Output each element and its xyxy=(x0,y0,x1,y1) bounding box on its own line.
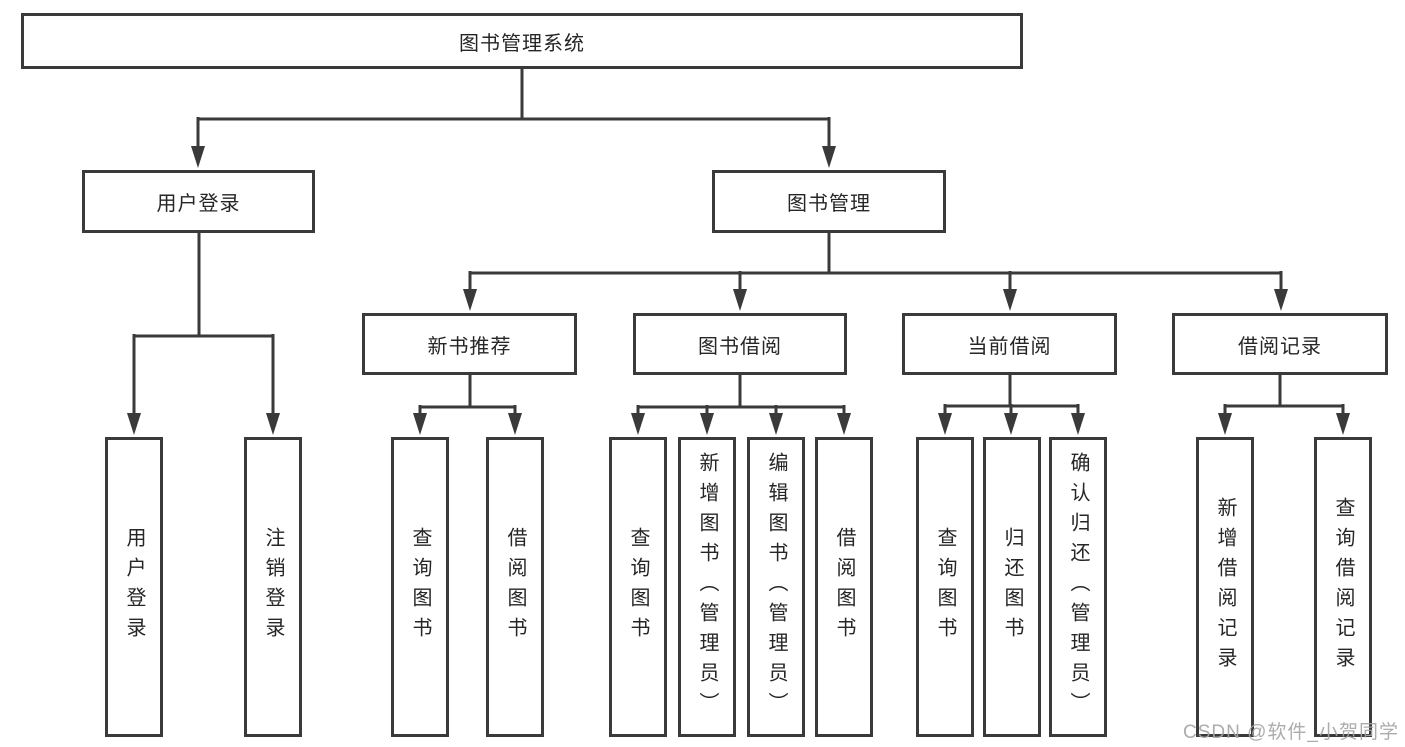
node-label: 借阅记录 xyxy=(1238,335,1322,358)
node-label: 查询图书 xyxy=(409,527,431,647)
node-label: 新增借阅记录 xyxy=(1214,497,1236,677)
node-label: 查询图书 xyxy=(934,527,956,647)
node-book-management: 图书管理 xyxy=(712,170,946,233)
node-borrow-records: 借阅记录 xyxy=(1172,313,1388,375)
node-label: 新增图书（管理员） xyxy=(696,452,718,722)
node-label: 图书管理 xyxy=(787,193,871,215)
node-root-system: 图书管理系统 xyxy=(21,13,1023,69)
leaf-logout: 注销登录 xyxy=(244,437,302,737)
leaf-user-login: 用户登录 xyxy=(105,437,163,737)
node-label: 编辑图书（管理员） xyxy=(765,452,787,722)
node-label: 用户登录 xyxy=(156,193,241,215)
node-label: 查询借阅记录 xyxy=(1332,497,1354,677)
node-user-login: 用户登录 xyxy=(82,170,315,233)
node-label: 查询图书 xyxy=(627,527,649,647)
leaf-query-borrow-record: 查询借阅记录 xyxy=(1314,437,1372,737)
node-label: 借阅图书 xyxy=(504,527,526,647)
node-label: 借阅图书 xyxy=(833,527,855,647)
node-new-book-recommend: 新书推荐 xyxy=(362,313,577,375)
leaf-add-books-admin: 新增图书（管理员） xyxy=(678,437,736,737)
node-label: 新书推荐 xyxy=(427,335,512,358)
leaf-return-books: 归还图书 xyxy=(983,437,1041,737)
csdn-watermark: CSDN @软件_小贺同学 xyxy=(1183,722,1399,743)
leaf-query-books-3: 查询图书 xyxy=(916,437,974,737)
leaf-edit-books-admin: 编辑图书（管理员） xyxy=(747,437,805,737)
node-label: 图书管理系统 xyxy=(459,32,585,55)
node-label: 图书借阅 xyxy=(698,335,782,358)
node-label: 注销登录 xyxy=(262,527,284,647)
leaf-borrow-books-2: 借阅图书 xyxy=(815,437,873,737)
leaf-confirm-return-admin: 确认归还（管理员） xyxy=(1049,437,1107,737)
node-label: 当前借阅 xyxy=(967,335,1052,358)
leaf-query-books-1: 查询图书 xyxy=(391,437,449,737)
node-current-borrow: 当前借阅 xyxy=(902,313,1117,375)
leaf-query-books-2: 查询图书 xyxy=(609,437,667,737)
leaf-borrow-books-1: 借阅图书 xyxy=(486,437,544,737)
node-label: 归还图书 xyxy=(1001,527,1023,647)
leaf-add-borrow-record: 新增借阅记录 xyxy=(1196,437,1254,737)
node-label: 用户登录 xyxy=(123,527,145,647)
node-book-borrow: 图书借阅 xyxy=(633,313,847,375)
node-label: 确认归还（管理员） xyxy=(1067,452,1089,722)
